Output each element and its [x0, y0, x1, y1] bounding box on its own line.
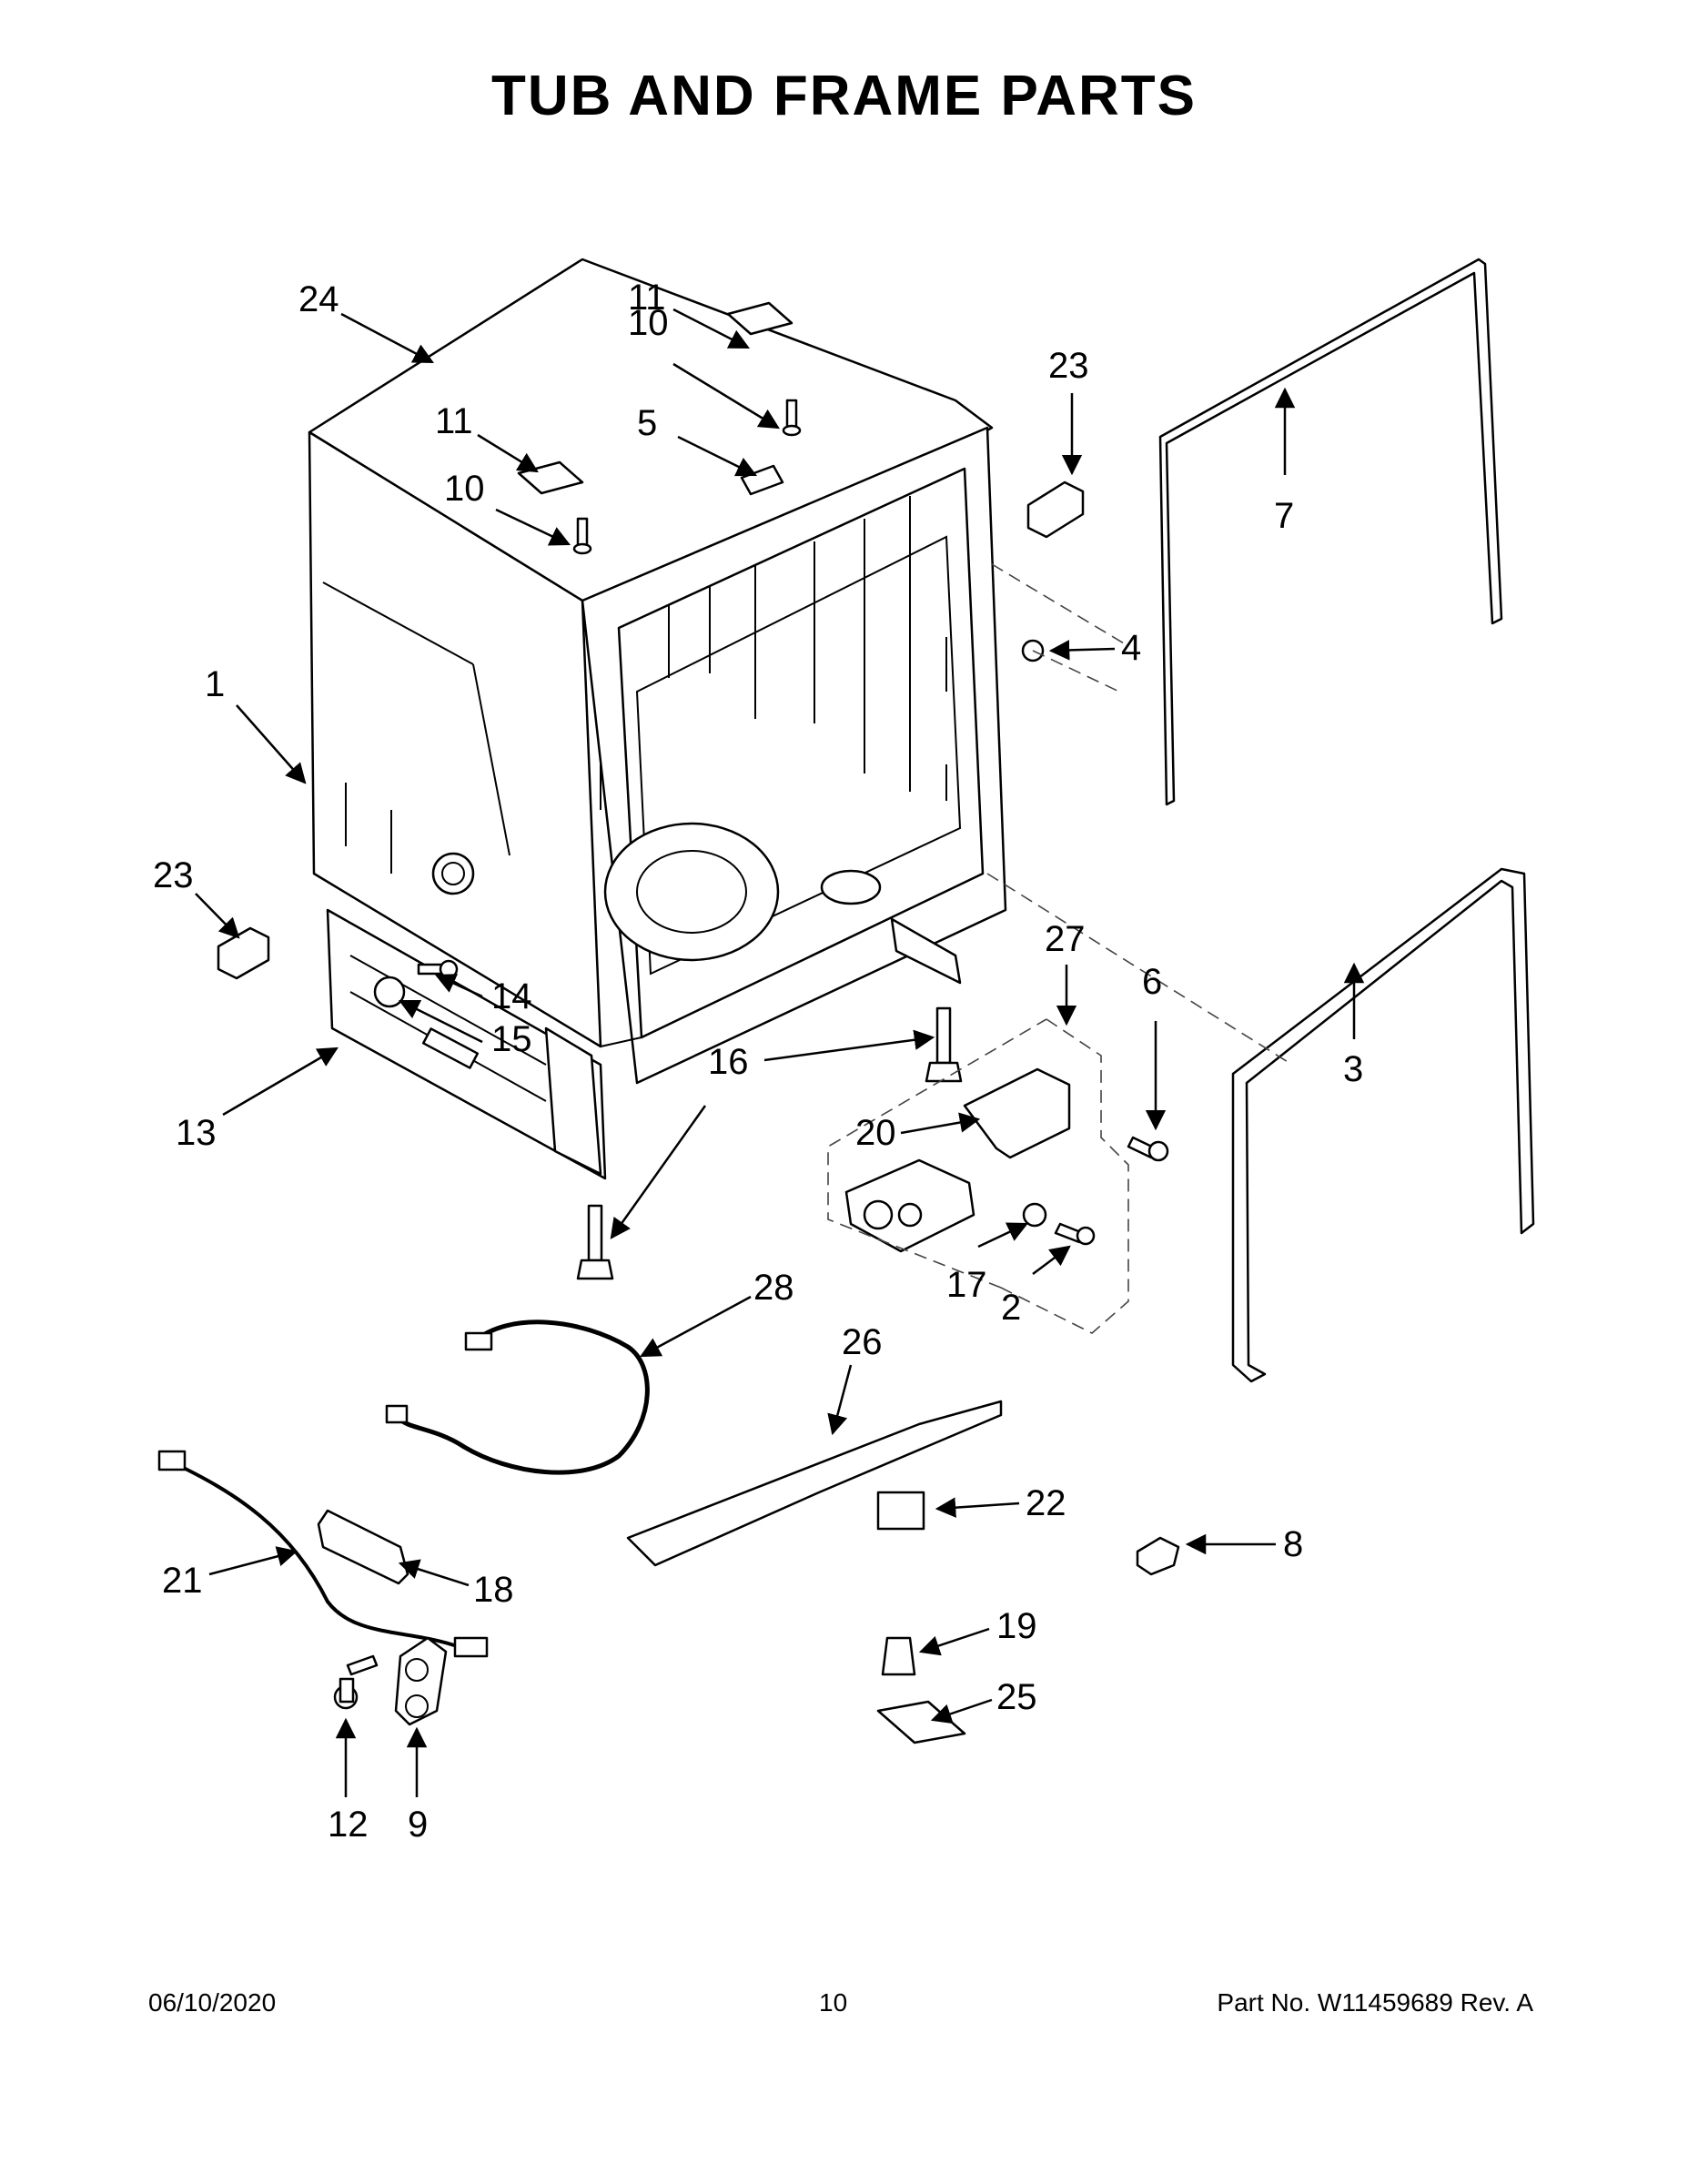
- washer-17: [1022, 1202, 1047, 1228]
- callout-1: 1: [205, 664, 225, 704]
- door-gasket-bottom: [1231, 867, 1535, 1383]
- hinge-right: [726, 301, 793, 336]
- page-title: TUB AND FRAME PARTS: [490, 65, 1198, 127]
- callout-8: 8: [1283, 1524, 1303, 1564]
- wire-harness-28: [399, 1320, 650, 1475]
- footer-page-number: 10: [819, 1988, 848, 2017]
- side-cap-left: [217, 926, 270, 980]
- base-frame: [326, 908, 962, 1180]
- callout-15: 15: [491, 1019, 532, 1059]
- callout-18: 18: [473, 1570, 514, 1610]
- callout-10-right: 10: [628, 303, 669, 343]
- callout-23-left: 23: [153, 855, 194, 895]
- leader-lines: [195, 308, 1365, 1797]
- screw-left: [572, 517, 592, 555]
- callout-13: 13: [176, 1113, 217, 1153]
- callout-5: 5: [637, 403, 657, 443]
- access-panel: [626, 1400, 1003, 1567]
- callout-17: 17: [946, 1265, 987, 1305]
- callout-10-left: 10: [444, 469, 485, 509]
- sleeve-18: [317, 1509, 409, 1585]
- sensor-19: [881, 1636, 916, 1676]
- callout-4: 4: [1121, 628, 1141, 668]
- tub-assembly: [308, 258, 1007, 1085]
- screw-2: [1054, 1222, 1096, 1246]
- callout-27: 27: [1045, 919, 1086, 959]
- callout-11-right: 11: [628, 278, 666, 318]
- callout-6: 6: [1142, 962, 1162, 1002]
- top-bracket: [740, 464, 784, 496]
- switch-22: [876, 1491, 925, 1531]
- callout-7: 7: [1274, 496, 1294, 536]
- door-gasket-top: [1158, 258, 1503, 806]
- screw-right: [782, 399, 802, 437]
- leveling-leg-front: [925, 1006, 963, 1083]
- callout-16: 16: [708, 1042, 749, 1082]
- callout-19: 19: [996, 1606, 1037, 1646]
- callout-3: 3: [1343, 1049, 1363, 1089]
- callout-9: 9: [408, 1805, 428, 1845]
- cable-21: [167, 1459, 460, 1649]
- bolt-12: [333, 1654, 379, 1710]
- side-cap-right: [1026, 480, 1085, 539]
- callout-14: 14: [491, 976, 532, 1016]
- callout-25: 25: [996, 1677, 1037, 1717]
- bracket-25: [876, 1700, 966, 1744]
- callout-26: 26: [842, 1322, 883, 1362]
- clip-8: [1136, 1536, 1180, 1576]
- callout-24: 24: [298, 279, 339, 319]
- footer-part-number: Part No. W11459689 Rev. A: [1217, 1988, 1533, 2017]
- callout-12: 12: [328, 1805, 369, 1845]
- footer-date: 06/10/2020: [148, 1988, 277, 2017]
- callout-11-left: 11: [435, 401, 473, 441]
- callout-21: 21: [162, 1561, 203, 1601]
- callout-23-right: 23: [1048, 346, 1089, 386]
- callout-labels: 24 11 10 5 11 10 23 7 4 1 23 14 15 13 16…: [153, 278, 1363, 1845]
- screw-6: [1127, 1136, 1169, 1162]
- callout-20: 20: [855, 1113, 896, 1153]
- callout-2: 2: [1001, 1288, 1021, 1328]
- callout-22: 22: [1026, 1483, 1066, 1523]
- grommet-9: [394, 1636, 448, 1726]
- callout-28: 28: [753, 1268, 794, 1308]
- junction-box: [844, 1067, 1071, 1253]
- leveling-leg-rear: [576, 1204, 614, 1280]
